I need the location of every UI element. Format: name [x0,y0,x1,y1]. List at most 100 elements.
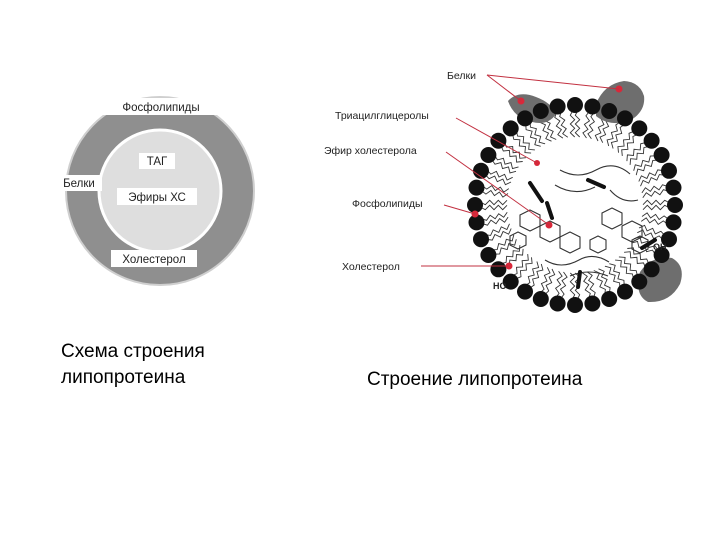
ester-head [576,270,582,289]
phospholipid-head [473,231,489,248]
phospholipid-tail [604,265,621,288]
phospholipid-head [532,291,549,307]
phospholipid-tail [624,251,646,268]
label-oh: OH [653,242,667,252]
phospholipid-head [480,247,497,263]
phospholipid-tail [598,268,611,293]
ester-head [640,238,657,250]
phospholipid-tail [482,184,510,193]
phospholipid-head [567,297,583,313]
phospholipid-tail [610,124,625,149]
phospholipid-tail [640,217,668,226]
acyl-chain [609,189,639,202]
sterol-ring [631,235,649,254]
phospholipid-tail [574,110,581,138]
phospholipid-tail [637,229,663,240]
annotation-phospholipids: Фосфолипиды [352,198,423,210]
phospholipid-head [617,283,633,300]
label-box-bg [139,153,175,169]
phospholipid-tail [500,146,523,163]
phospholipid-tail [642,189,669,199]
phospholipid-tail [481,189,509,198]
phospholipid-tail [621,134,638,156]
phospholipid-tail [487,170,513,181]
phospholipid-head [549,295,566,312]
phospholipid-tail [638,169,663,182]
phospholipid-tail [581,272,591,299]
phospholipid-tail [640,174,665,187]
label-box-bg [111,250,197,267]
phospholipid-tail [554,270,563,298]
annotation-proteins: Белки [447,70,476,82]
phospholipid-head [631,273,648,290]
sterol-ring [509,231,527,250]
phospholipid-head [480,147,497,163]
phospholipid-tail [529,122,546,145]
label-cholesterol-esters: Эфиры ХС [128,192,186,204]
caption-left-line2: липопротеина [61,367,186,388]
phospholipid-tail [559,271,568,299]
phospholipid-tail [512,134,532,154]
caption-right: Строение липопротеина [367,369,583,390]
phospholipid-head [567,97,583,113]
phospholipid-tails [480,110,670,300]
label-phospholipids: Фосфолипиды [122,102,199,114]
phospholipid-tail [615,259,634,279]
acyl-chain [559,165,631,176]
phospholipid-head [601,291,618,307]
triacylglycerol-head [586,178,606,189]
leader-lines [421,74,620,267]
leader-line [486,74,522,102]
annotation-cholesterol: Холестерол [342,261,400,273]
phospholipid-tail [491,159,517,174]
leader-line [445,151,550,226]
phospholipid-head [667,197,683,213]
phospholipid-tail [629,146,649,165]
phospholipid-tail [480,199,508,206]
label-box-phospholipids: Фосфолипиды [97,98,225,115]
phospholipid-tail [606,121,621,147]
annotation-cholesterol-ester: Эфир холестерола [324,145,417,157]
phospholipid-tail [487,228,512,241]
phospholipid-tail [485,223,510,236]
phospholipid-tail [492,234,515,251]
phospholipid-tail [582,111,591,139]
phospholipid-tail [494,155,519,170]
triacylglycerol-head [528,181,544,203]
phospholipid-tail [633,155,656,171]
phospholipid-head [467,197,483,213]
phospholipid-tail [569,272,576,300]
label-box-proteins: Белки [56,175,102,191]
phospholipid-head [532,103,549,119]
phospholipid-head [653,247,670,263]
label-box-tag: ТАГ [139,153,175,169]
schematic-diagram: Фосфолипиды ТАГ Белки Эфиры ХС Холестеро… [56,96,255,286]
sterol-ring [601,207,623,230]
label-box-bg [56,175,102,191]
phospholipid-tail [529,263,544,289]
label-proteins-left: Белки [63,178,95,190]
phospholipid-tail [638,224,665,236]
phospholipid-tail [494,239,517,255]
acyl-chain [554,184,596,193]
leader-line [486,74,620,90]
label-cholesterol-left: Холестерол [122,254,185,266]
phospholipid-head [584,98,601,115]
phospholipid-tail [609,263,625,286]
phospholipid-head [502,273,519,290]
phospholipid-tail [554,112,564,139]
phospholipid-tail [641,184,668,194]
phospholipid-tail [504,142,526,159]
phospholipid-tail [525,261,540,286]
phospholipid-head [584,295,601,312]
phospholipid-tail [516,257,533,280]
phospholipid-head [468,214,485,231]
phospholipid-head [661,231,677,248]
label-box-bg [97,98,225,115]
phospholipid-head [631,120,648,137]
phospholipid-tail [642,199,670,206]
phospholipid-tail [501,245,521,264]
sterol-ring [589,235,607,254]
acyl-chain [569,271,609,277]
